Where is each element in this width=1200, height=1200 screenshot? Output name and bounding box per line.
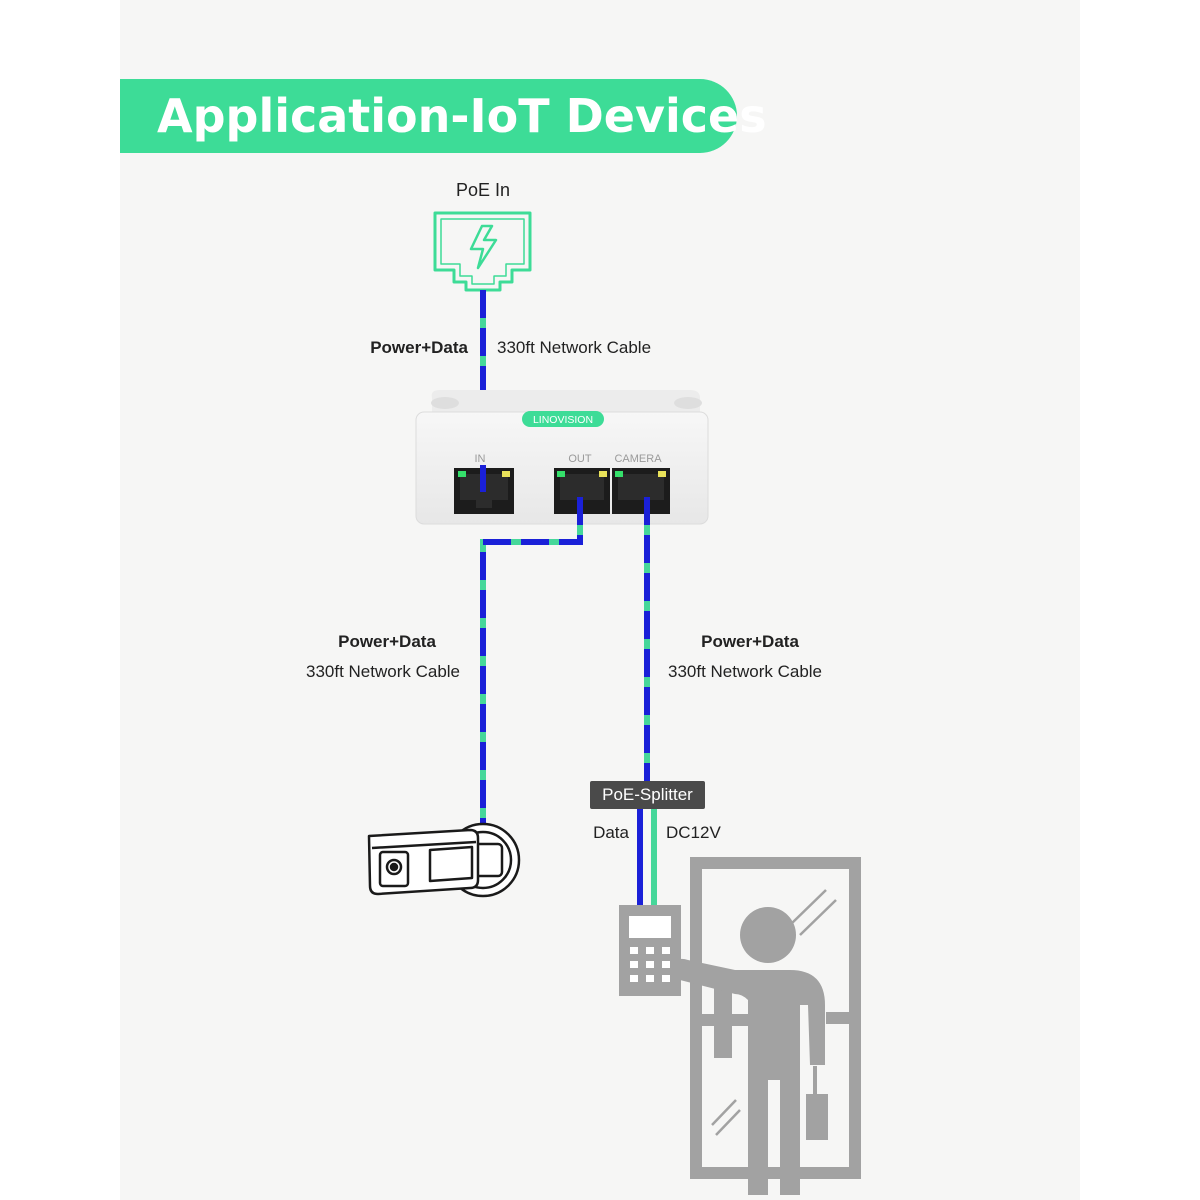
port-camera-label: CAMERA: [614, 453, 662, 465]
right-cable-length-label: 330ft Network Cable: [667, 662, 823, 681]
top-cable-length-label: 330ft Network Cable: [497, 338, 652, 357]
poe-in-label: PoE In: [455, 180, 511, 200]
background-panel: [120, 0, 1080, 1200]
data-output-label: Data: [593, 823, 629, 842]
left-cable-type-label: Power+Data: [338, 632, 436, 651]
top-cable-type-label: Power+Data: [370, 338, 468, 357]
person-icon: [671, 907, 828, 1195]
lightning-port-icon: [433, 211, 532, 292]
bullet-camera-icon: [367, 822, 521, 898]
page-title: Application-IoT Devices: [157, 89, 767, 143]
brand-label: LINOVISION: [533, 414, 593, 426]
port-out-label: OUT: [568, 453, 592, 465]
right-cable-type-label: Power+Data: [701, 632, 799, 651]
poe-switch-device: LINOVISION IN OUT CAMERA: [415, 390, 709, 525]
title-banner: [120, 79, 737, 153]
dc-output-label: DC12V: [666, 823, 721, 842]
keypad-icon: [619, 905, 681, 996]
port-camera: [612, 468, 670, 514]
left-cable-length-label: 330ft Network Cable: [305, 662, 461, 681]
cable-left: [480, 497, 583, 825]
poe-splitter-tag: PoE-Splitter: [590, 781, 705, 809]
brand-badge: [522, 411, 604, 427]
port-in-label: IN: [475, 453, 486, 465]
